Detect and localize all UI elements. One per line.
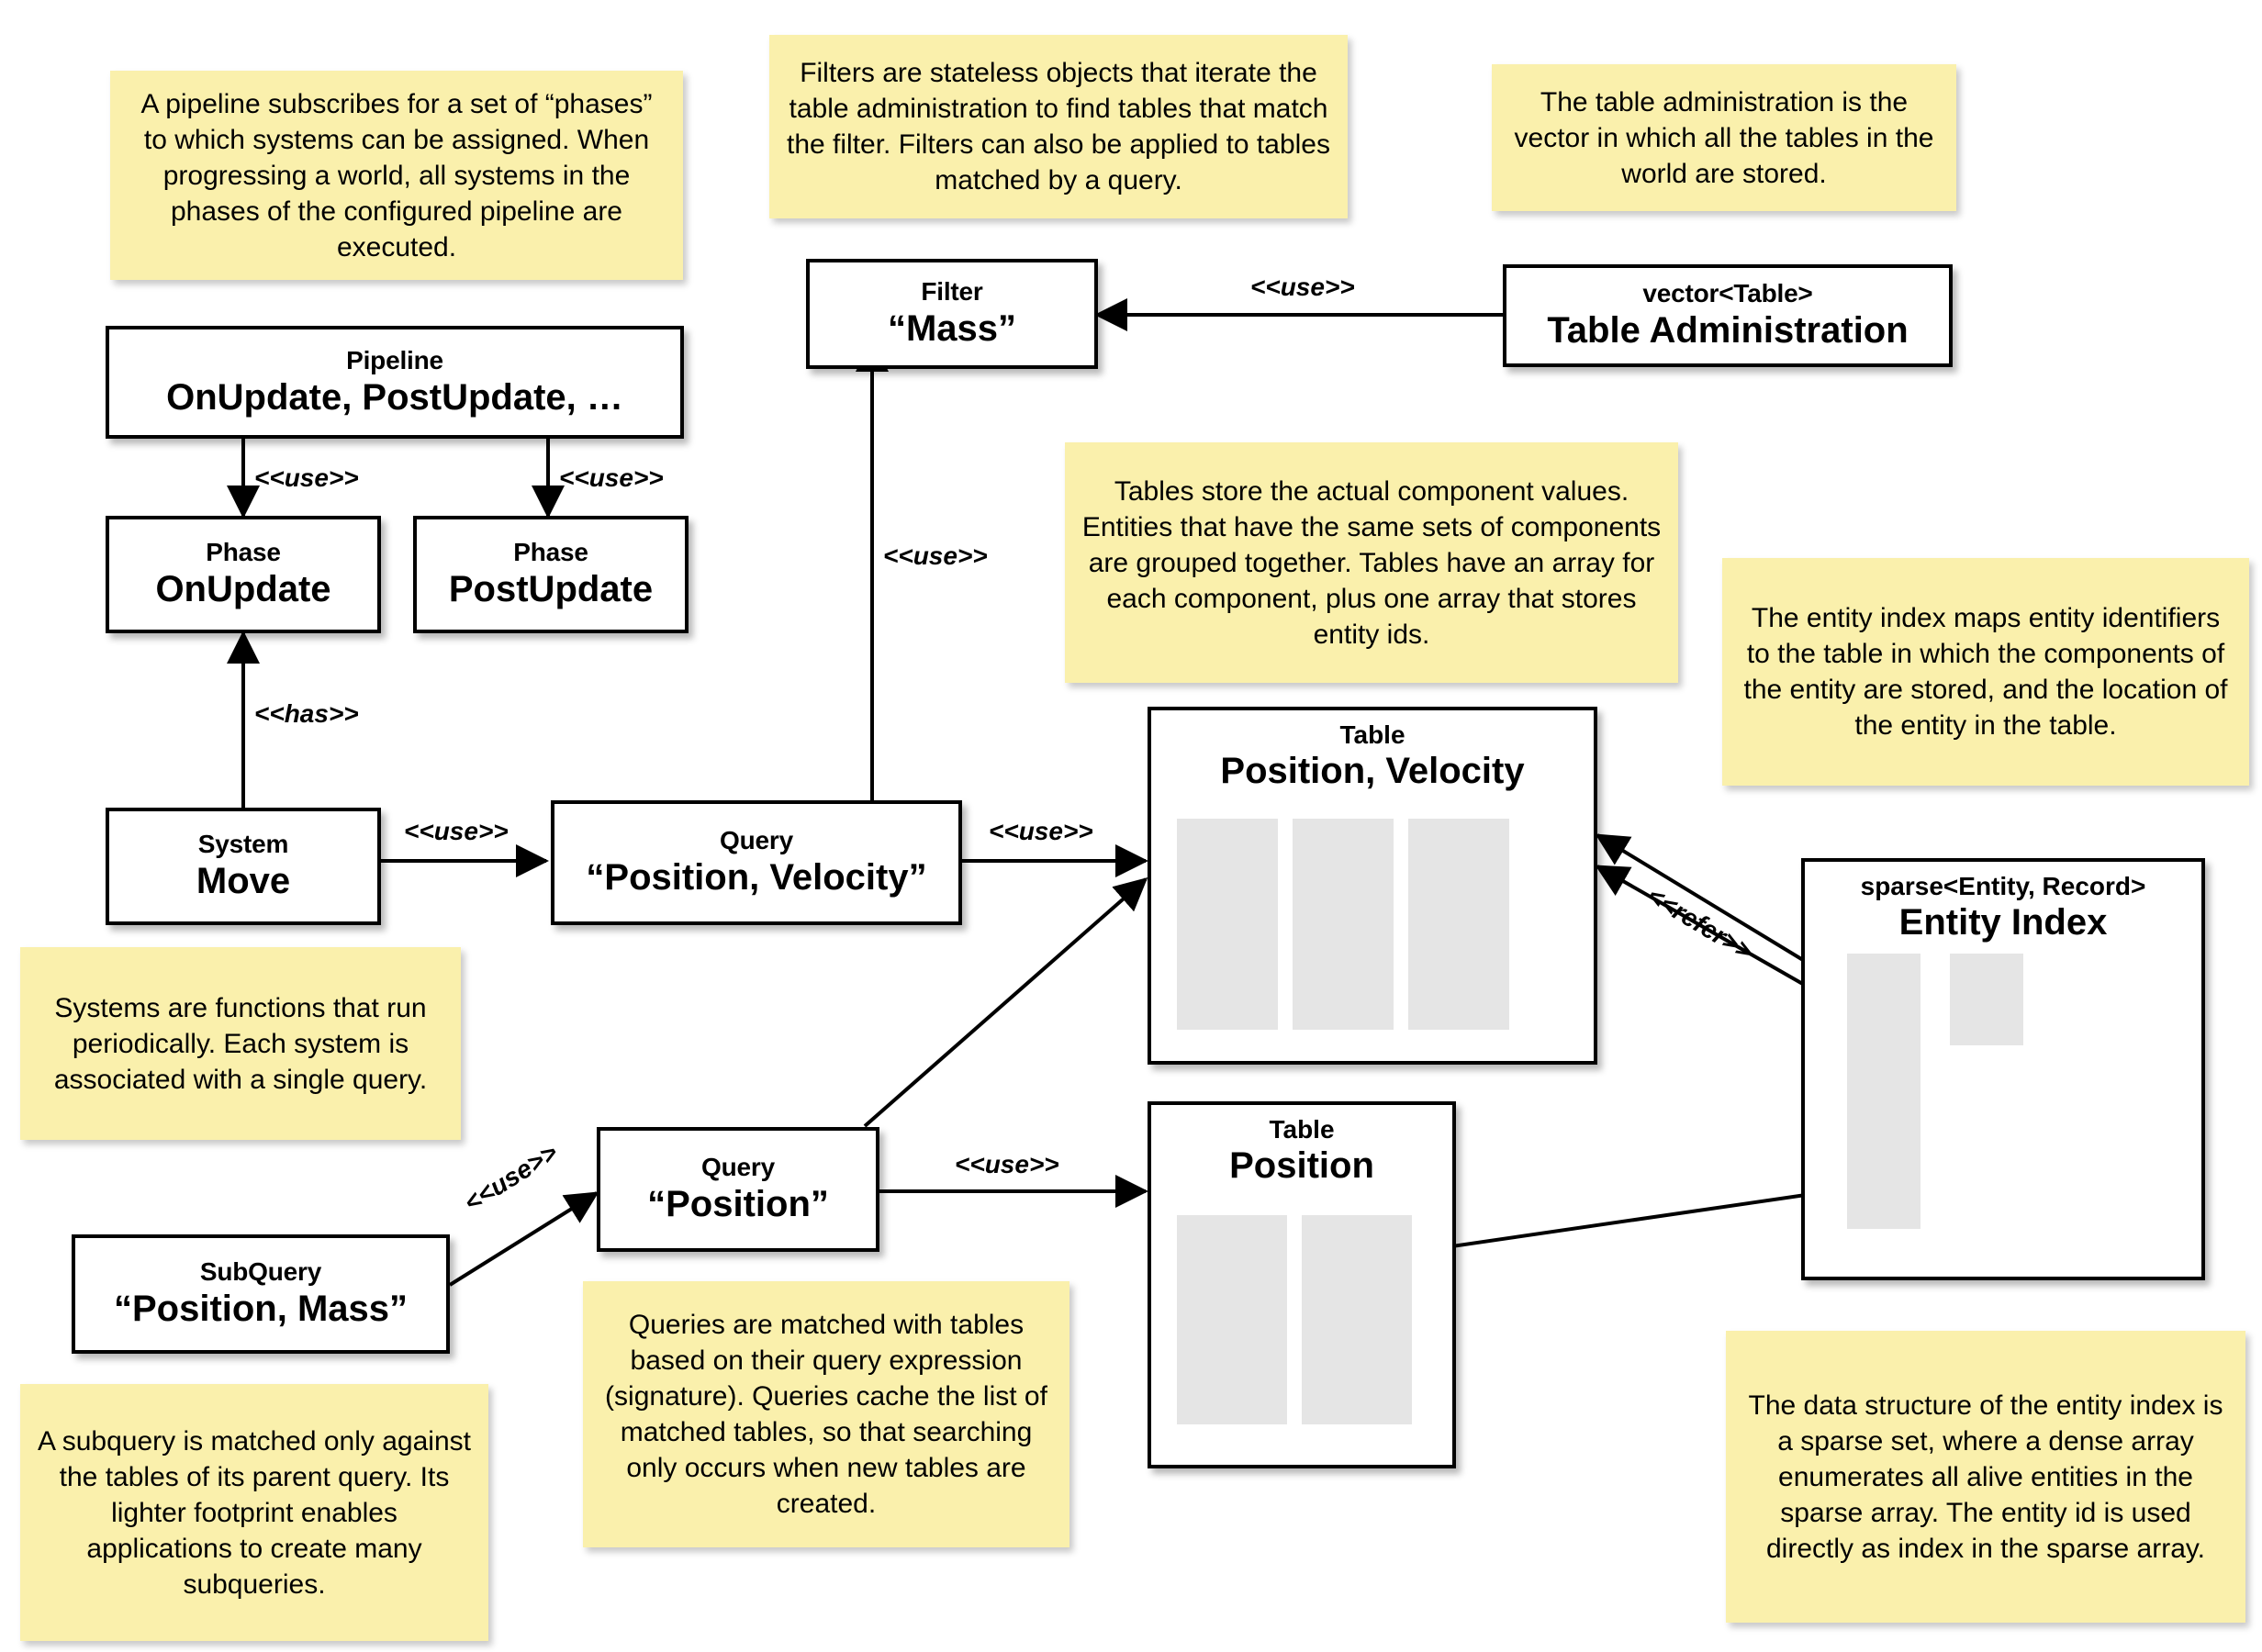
node-filter-mass[interactable]: Filter “Mass” bbox=[806, 259, 1098, 369]
edge-label-pipeline-postupdate: <<use>> bbox=[559, 463, 664, 492]
node-system-move-stereotype: System bbox=[197, 830, 289, 859]
edge-label-index-table: <<refer>> bbox=[1642, 881, 1758, 966]
node-table-position-header: Table Position bbox=[1151, 1105, 1452, 1187]
edge-label-system-phase: <<has>> bbox=[254, 699, 359, 728]
edge-label-querypos-tablepos: <<use>> bbox=[955, 1150, 1059, 1178]
edge-label-admin-filter: <<use>> bbox=[1250, 273, 1355, 301]
node-table-administration-stereotype: vector<Table> bbox=[1642, 279, 1813, 308]
component-array-column bbox=[1293, 819, 1394, 1030]
node-filter-mass-name: “Mass” bbox=[887, 308, 1017, 349]
node-phase-onupdate-stereotype: Phase bbox=[206, 538, 281, 567]
entity-id-array-column bbox=[1302, 1215, 1412, 1424]
node-subquery[interactable]: SubQuery “Position, Mass” bbox=[72, 1234, 450, 1354]
component-array-column bbox=[1177, 819, 1278, 1030]
node-query-position-velocity-stereotype: Query bbox=[720, 826, 793, 855]
node-table-administration[interactable]: vector<Table> Table Administration bbox=[1503, 264, 1953, 367]
edge-label-pipeline-onupdate: <<use>> bbox=[254, 463, 359, 492]
node-table-position[interactable]: Table Position bbox=[1148, 1101, 1456, 1468]
node-query-position-stereotype: Query bbox=[701, 1153, 775, 1182]
node-table-position-stereotype: Table bbox=[1269, 1115, 1335, 1144]
node-table-position-velocity-header: Table Position, Velocity bbox=[1151, 710, 1594, 792]
node-entity-index-stereotype: sparse<Entity, Record> bbox=[1860, 872, 2146, 900]
node-pipeline-stereotype: Pipeline bbox=[346, 345, 443, 374]
node-entity-index[interactable]: sparse<Entity, Record> Entity Index bbox=[1801, 858, 2205, 1280]
node-table-position-name: Position bbox=[1229, 1144, 1374, 1186]
node-query-position[interactable]: Query “Position” bbox=[597, 1127, 879, 1252]
node-entity-index-name: Entity Index bbox=[1898, 901, 2108, 943]
edge-label-query-table: <<use>> bbox=[989, 817, 1093, 845]
note-systems: Systems are functions that run periodica… bbox=[20, 947, 461, 1140]
node-subquery-name: “Position, Mass” bbox=[113, 1289, 409, 1329]
node-phase-postupdate-stereotype: Phase bbox=[513, 538, 588, 567]
node-phase-postupdate-name: PostUpdate bbox=[448, 569, 654, 609]
node-system-move[interactable]: System Move bbox=[106, 808, 381, 925]
note-sparse-set: The data structure of the entity index i… bbox=[1726, 1331, 2245, 1623]
table-position-velocity-columns bbox=[1177, 819, 1572, 1030]
note-subquery: A subquery is matched only against the t… bbox=[20, 1384, 488, 1641]
node-query-position-name: “Position” bbox=[647, 1184, 829, 1224]
entity-id-array-column bbox=[1408, 819, 1509, 1030]
note-queries: Queries are matched with tables based on… bbox=[583, 1281, 1069, 1547]
node-query-position-velocity-name: “Position, Velocity” bbox=[586, 857, 927, 898]
node-table-administration-name: Table Administration bbox=[1547, 310, 1909, 351]
node-entity-index-header: sparse<Entity, Record> Entity Index bbox=[1805, 862, 2201, 943]
node-table-position-velocity-stereotype: Table bbox=[1339, 720, 1405, 749]
dense-array-column bbox=[1950, 954, 2023, 1045]
node-system-move-name: Move bbox=[196, 861, 291, 901]
note-pipeline: A pipeline subscribes for a set of “phas… bbox=[110, 71, 683, 280]
node-filter-mass-stereotype: Filter bbox=[921, 277, 983, 307]
edge-label-query-filter: <<use>> bbox=[883, 541, 988, 570]
node-query-position-velocity[interactable]: Query “Position, Velocity” bbox=[551, 800, 962, 925]
node-subquery-stereotype: SubQuery bbox=[199, 1257, 322, 1287]
component-array-column bbox=[1177, 1215, 1287, 1424]
note-entity-index: The entity index maps entity identifiers… bbox=[1722, 558, 2249, 786]
edge-label-subquery-query: <<use>> bbox=[459, 1137, 563, 1218]
node-phase-onupdate-name: OnUpdate bbox=[155, 569, 331, 609]
node-pipeline[interactable]: Pipeline OnUpdate, PostUpdate, … bbox=[106, 326, 684, 439]
node-phase-postupdate[interactable]: Phase PostUpdate bbox=[413, 516, 689, 633]
node-table-position-velocity[interactable]: Table Position, Velocity bbox=[1148, 707, 1597, 1065]
note-tables: Tables store the actual component values… bbox=[1065, 442, 1678, 683]
note-table-administration: The table administration is the vector i… bbox=[1492, 64, 1956, 211]
node-pipeline-name: OnUpdate, PostUpdate, … bbox=[166, 376, 623, 418]
node-table-position-velocity-name: Position, Velocity bbox=[1220, 750, 1525, 791]
node-phase-onupdate[interactable]: Phase OnUpdate bbox=[106, 516, 381, 633]
sparse-array-column bbox=[1847, 954, 1920, 1229]
note-filter: Filters are stateless objects that itera… bbox=[769, 35, 1348, 218]
table-position-columns bbox=[1177, 1215, 1434, 1424]
edge-label-system-query: <<use>> bbox=[404, 817, 509, 845]
